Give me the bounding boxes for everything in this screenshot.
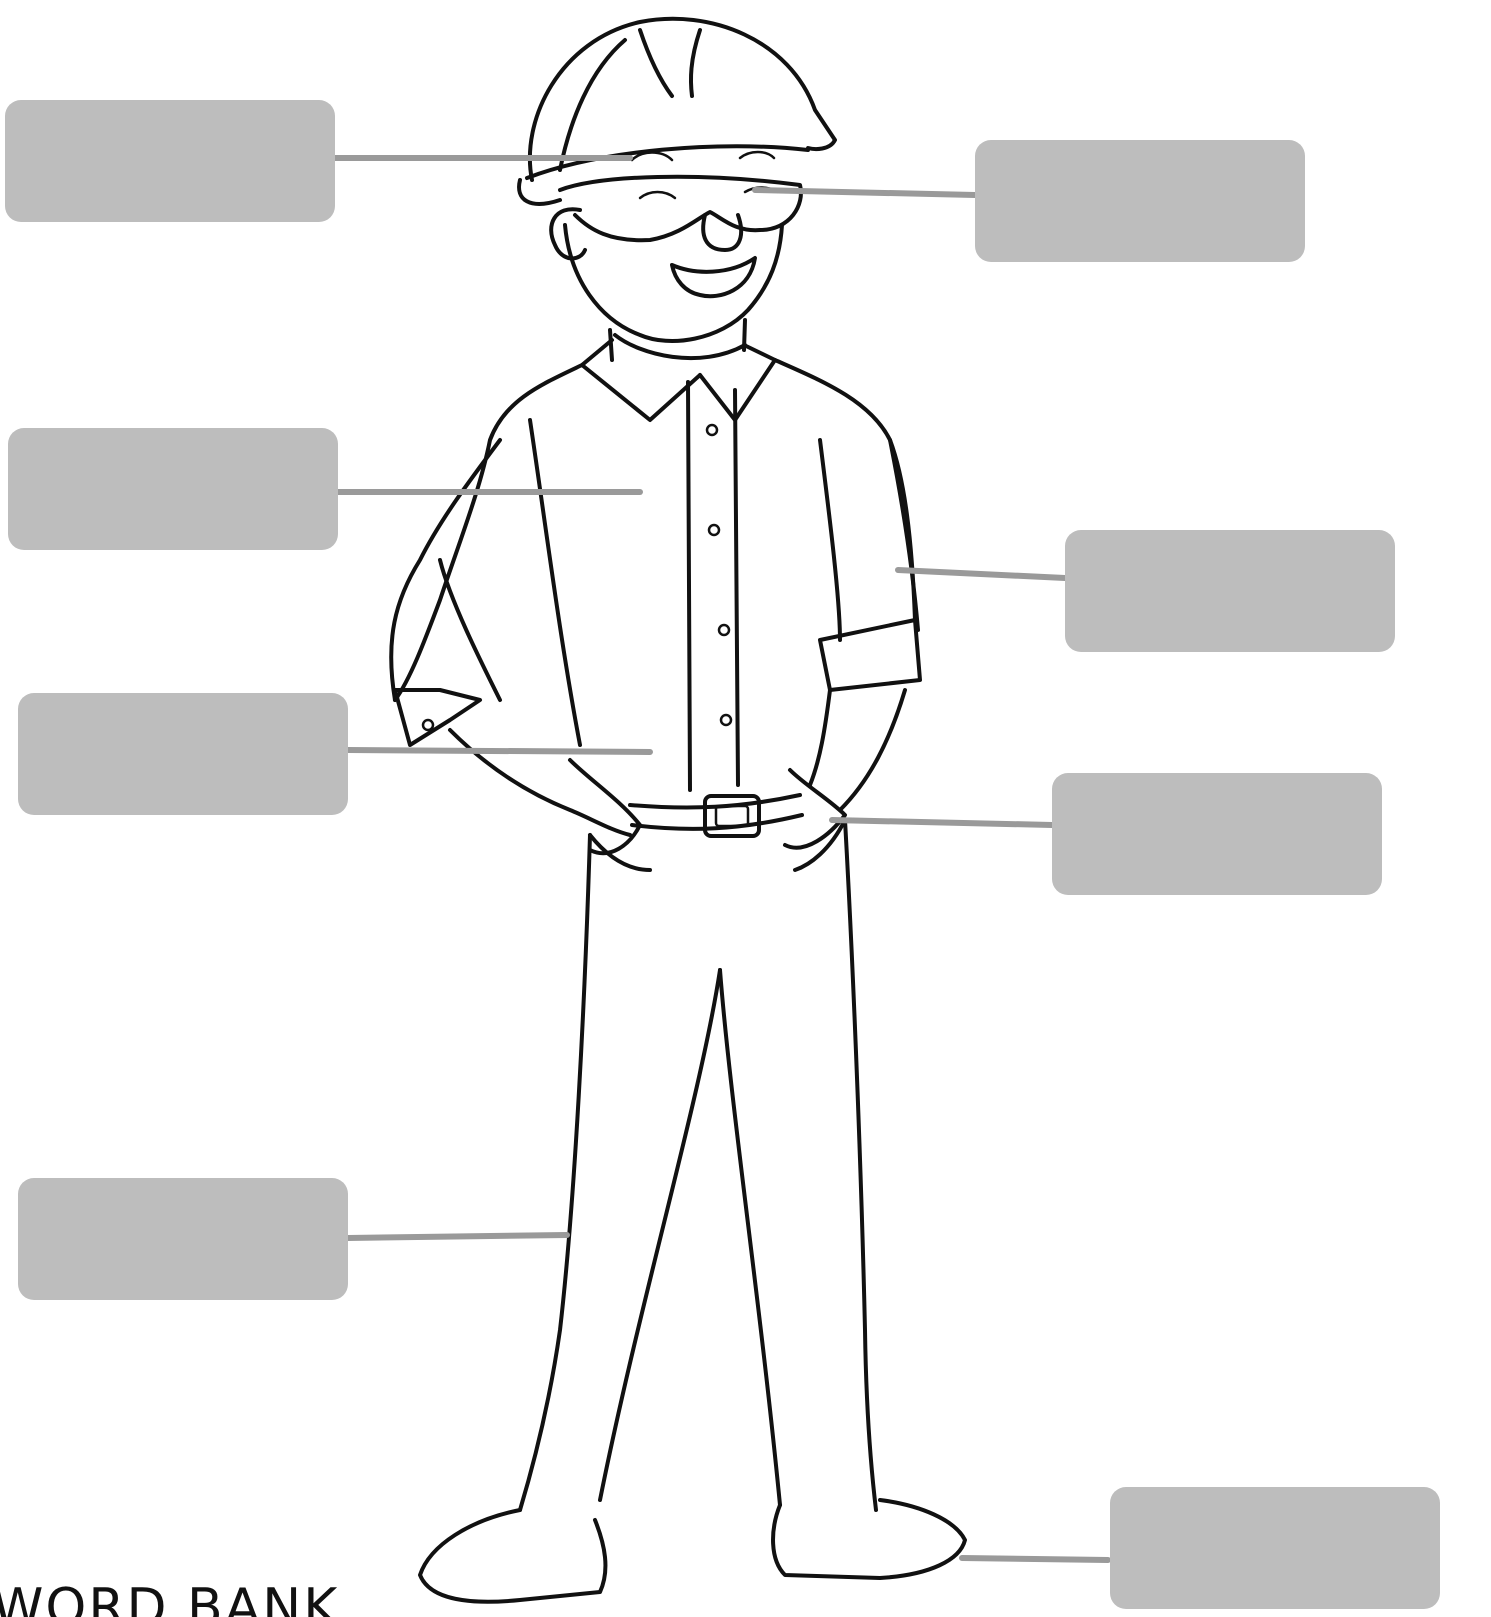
label-text-boot <box>1110 1487 1440 1609</box>
label-text-trousers <box>18 1178 348 1300</box>
word-bank-heading: WORD BANK <box>0 1582 339 1617</box>
right-arm <box>785 440 920 848</box>
label-box-shirt[interactable] <box>8 428 338 550</box>
label-text-hand <box>1052 773 1382 895</box>
label-box-waist[interactable] <box>18 693 348 815</box>
belt <box>630 795 802 836</box>
label-text-shirt <box>8 428 338 550</box>
trousers <box>520 820 876 1510</box>
goggles-icon <box>560 152 801 240</box>
label-box-hand[interactable] <box>1052 773 1382 895</box>
shirt <box>395 360 915 790</box>
label-text-sleeve <box>1065 530 1395 652</box>
label-box-goggles[interactable] <box>975 140 1305 262</box>
label-text-helmet <box>5 100 335 222</box>
left-arm <box>391 440 640 853</box>
label-box-sleeve[interactable] <box>1065 530 1395 652</box>
label-box-helmet[interactable] <box>5 100 335 222</box>
label-text-goggles <box>975 140 1305 262</box>
label-box-trousers[interactable] <box>18 1178 348 1300</box>
label-box-boot[interactable] <box>1110 1487 1440 1609</box>
boot-icon <box>420 1500 965 1602</box>
leader-lines <box>335 158 1108 1560</box>
label-text-waist <box>18 693 348 815</box>
shirt-collar <box>582 320 775 420</box>
